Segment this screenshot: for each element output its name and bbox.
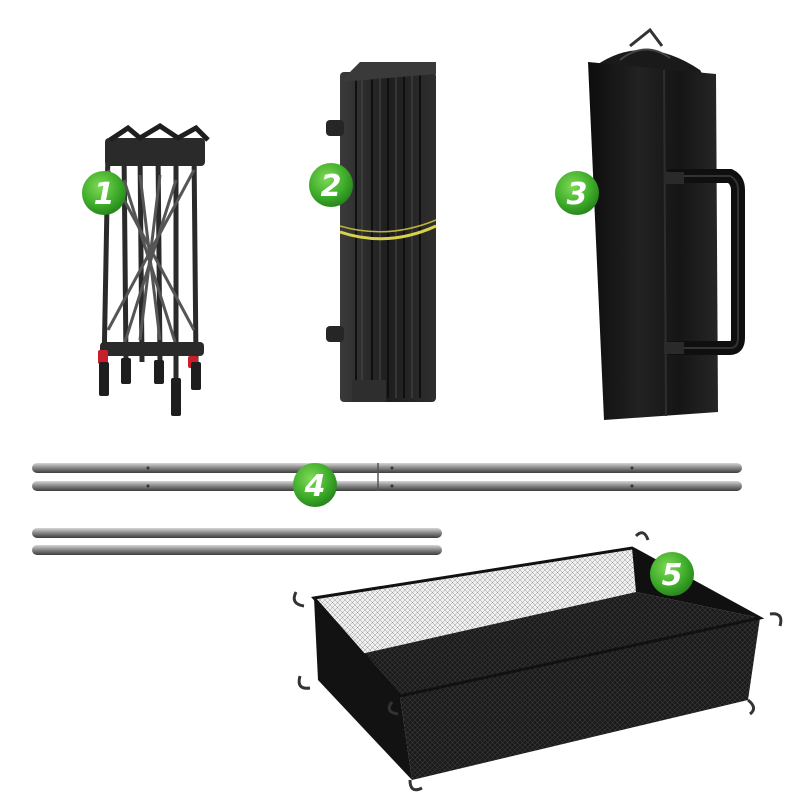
folded-frame: [98, 123, 210, 416]
mesh-basket: [292, 531, 783, 792]
badge-5: 5: [650, 552, 694, 596]
badge-5-label: 5: [662, 558, 683, 593]
badge-4-label: 4: [304, 469, 326, 504]
poles: [32, 463, 742, 555]
folded-frame-strapped: [326, 62, 437, 402]
badge-1: 1: [82, 171, 126, 215]
badge-1-label: 1: [94, 177, 115, 212]
badge-3-label: 3: [567, 177, 588, 212]
carry-bag: [588, 27, 745, 420]
badge-2-label: 2: [321, 169, 342, 204]
badge-2: 2: [309, 163, 353, 207]
badge-4: 4: [293, 463, 337, 507]
badge-3: 3: [555, 171, 599, 215]
